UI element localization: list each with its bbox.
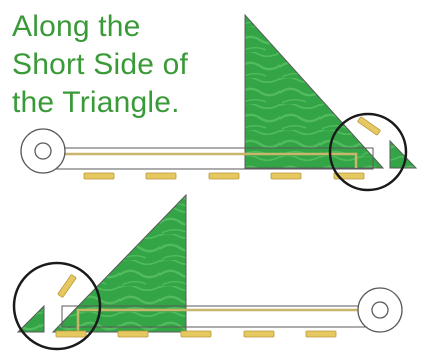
caption-text: Along the Short Side of the Triangle. bbox=[12, 8, 188, 122]
top-highlight-circle-icon bbox=[328, 112, 408, 192]
bottom-panel bbox=[12, 193, 403, 351]
bottom-tape-dashes bbox=[55, 330, 337, 338]
bottom-small-triangle bbox=[16, 304, 45, 333]
top-panel bbox=[20, 13, 418, 192]
caption-line-3: the Triangle. bbox=[12, 86, 180, 119]
bottom-corner-dash bbox=[57, 274, 77, 298]
top-edge-line bbox=[50, 152, 358, 168]
top-tape-dashes bbox=[83, 172, 365, 180]
bottom-roll-icon bbox=[357, 287, 403, 333]
caption-line-2: Short Side of bbox=[12, 48, 189, 81]
top-triangle bbox=[244, 13, 385, 169]
bottom-highlight-circle-icon bbox=[12, 261, 102, 351]
bottom-triangle bbox=[51, 193, 187, 333]
top-roll-icon bbox=[20, 128, 66, 174]
bottom-edge-line bbox=[76, 308, 379, 332]
top-corner-dash bbox=[357, 116, 381, 136]
caption-line-1: Along the bbox=[12, 10, 141, 43]
